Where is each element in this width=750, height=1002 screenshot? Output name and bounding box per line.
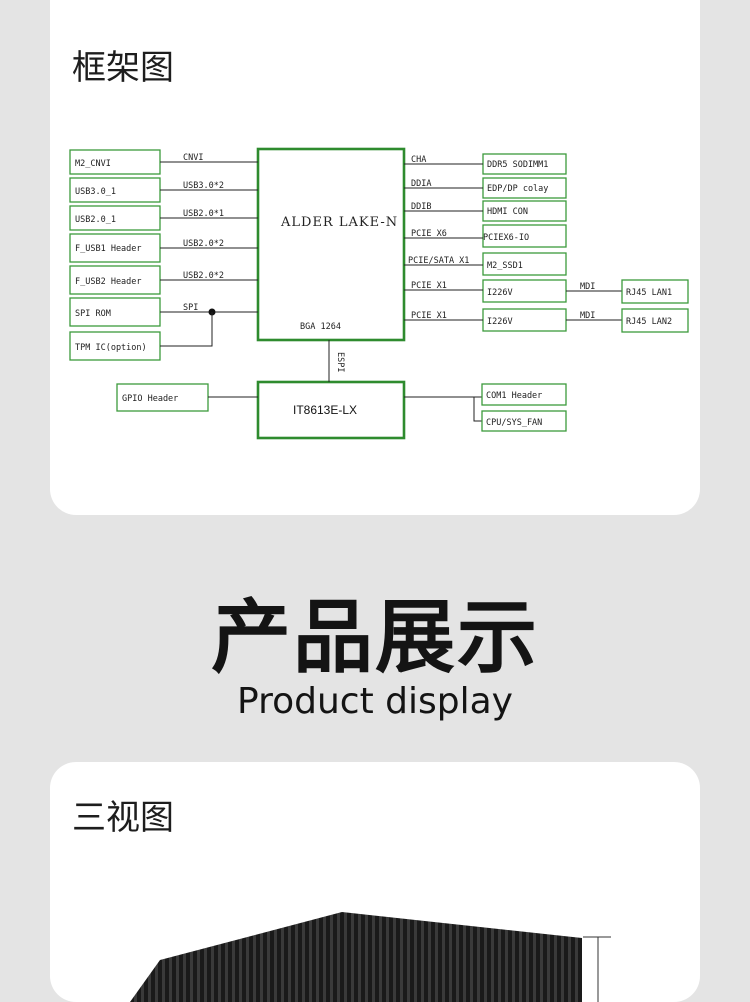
far-box-1 [621, 279, 689, 304]
com-box [481, 383, 567, 406]
far-label-2: RJ45 LAN2 [626, 317, 672, 327]
gpio-label: GPIO Header [122, 394, 178, 404]
com-label: COM1 Header [486, 391, 542, 401]
far-box-2 [621, 308, 689, 333]
cpu-package: BGA 1264 [300, 322, 341, 332]
left-label-5: F_USB2 Header [75, 277, 142, 287]
block-diagram-title: 框架图 [72, 48, 174, 88]
right-label-3: HDMI CON [487, 207, 528, 217]
left-label-6: SPI ROM [75, 309, 111, 319]
right-bus-1: CHA [411, 155, 426, 165]
fan-line [473, 397, 483, 422]
right-bus-3: DDIB [411, 202, 431, 212]
left-label-4: F_USB1 Header [75, 244, 142, 254]
cpu-box [256, 147, 406, 342]
right-box-4 [482, 224, 567, 248]
block-diagram: ALDER LAKE-N BGA 1264 IT8613E-LX ESPI M2… [69, 147, 689, 440]
left-box-3 [69, 205, 161, 231]
right-label-1: DDR5 SODIMM1 [487, 160, 548, 170]
product-display-title-cn: 产品展示 [211, 591, 539, 684]
right-bus-6: PCIE X1 [411, 281, 447, 291]
right-bus-4: PCIE X6 [411, 229, 447, 239]
right-label-4: PCIEX6-IO [483, 233, 529, 243]
left-box-2 [69, 177, 161, 203]
left-bus-1: CNVI [183, 153, 203, 163]
left-bus-3: USB2.0*1 [183, 209, 224, 219]
mdi-label-1: MDI [580, 282, 595, 292]
right-label-6: I226V [487, 288, 513, 298]
product-image [130, 912, 611, 1002]
tpm-line [160, 312, 213, 347]
three-view-card: 三视图 [50, 762, 700, 1002]
left-box-4 [69, 233, 161, 263]
left-bus-6: SPI [183, 303, 198, 313]
right-label-7: I226V [487, 317, 513, 327]
left-box-1 [69, 149, 161, 175]
heatsink-top [130, 912, 582, 1002]
left-bus-4: USB2.0*2 [183, 239, 224, 249]
fan-box [481, 410, 567, 432]
right-bus-5: PCIE/SATA X1 [408, 256, 469, 266]
espi-label: ESPI [335, 352, 345, 372]
left-bus-2: USB3.0*2 [183, 181, 224, 191]
fan-label: CPU/SYS_FAN [486, 418, 542, 428]
right-label-5: M2_SSD1 [487, 261, 523, 271]
product-display-heading: 产品展示 Product display [0, 588, 750, 722]
ec-box [256, 380, 406, 440]
ec-name: IT8613E-LX [293, 403, 357, 417]
left-label-7: TPM IC(option) [75, 343, 147, 353]
right-box-5 [482, 252, 567, 276]
three-view-title: 三视图 [72, 798, 174, 838]
left-label-1: M2_CNVI [75, 159, 111, 169]
right-bus-7: PCIE X1 [411, 311, 447, 321]
right-label-2: EDP/DP colay [487, 184, 548, 194]
mdi-label-2: MDI [580, 311, 595, 321]
left-bus-5: USB2.0*2 [183, 271, 224, 281]
left-label-3: USB2.0_1 [75, 215, 116, 225]
left-box-5 [69, 265, 161, 295]
right-bus-2: DDIA [411, 179, 431, 189]
cpu-name: ALDER LAKE-N [280, 215, 398, 230]
left-label-2: USB3.0_1 [75, 187, 116, 197]
far-label-1: RJ45 LAN1 [626, 288, 672, 298]
product-display-title-en: Product display [237, 681, 513, 722]
